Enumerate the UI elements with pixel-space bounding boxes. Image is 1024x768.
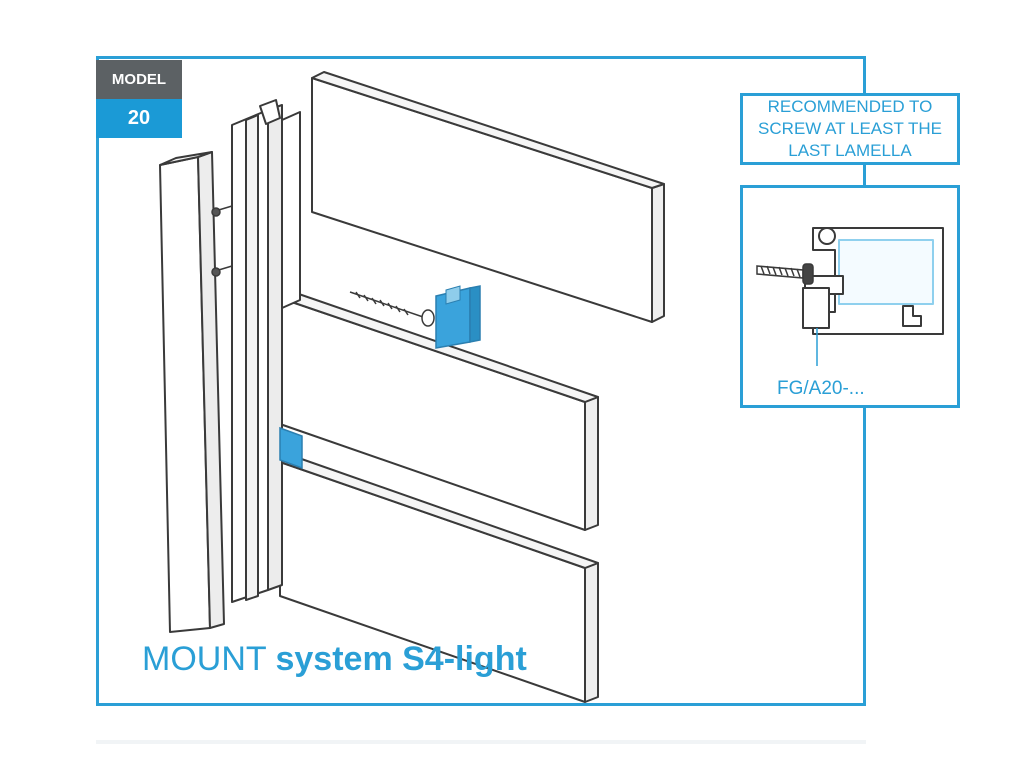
model-badge: MODEL 20 — [96, 60, 182, 138]
profile-cross-section — [756, 227, 944, 366]
screw-small-1 — [211, 205, 233, 217]
bracket-clip-lower — [279, 426, 303, 470]
profile-code-label: FG/A20-... — [777, 378, 865, 399]
detail-screw-icon — [756, 263, 814, 285]
diagram-title: MOUNT system S4-light — [142, 640, 527, 679]
recommendation-note: RECOMMENDED TO SCREW AT LEAST THE LAST L… — [740, 93, 960, 165]
title-regular: MOUNT — [142, 640, 267, 678]
lamella-top — [311, 71, 665, 323]
model-label: MODEL — [96, 60, 182, 99]
screw-main — [349, 291, 435, 327]
recommendation-text: RECOMMENDED TO SCREW AT LEAST THE LAST L… — [758, 97, 942, 160]
cover-strip — [159, 151, 225, 633]
title-bold: system S4-light — [275, 640, 527, 678]
model-number: 20 — [96, 99, 182, 138]
bracket-clip-upper — [435, 285, 481, 349]
screw-small-2 — [211, 265, 233, 277]
frame-shadow — [96, 740, 866, 744]
post-profile — [231, 99, 301, 603]
profile-detail-box: FG/A20-... — [740, 185, 960, 408]
